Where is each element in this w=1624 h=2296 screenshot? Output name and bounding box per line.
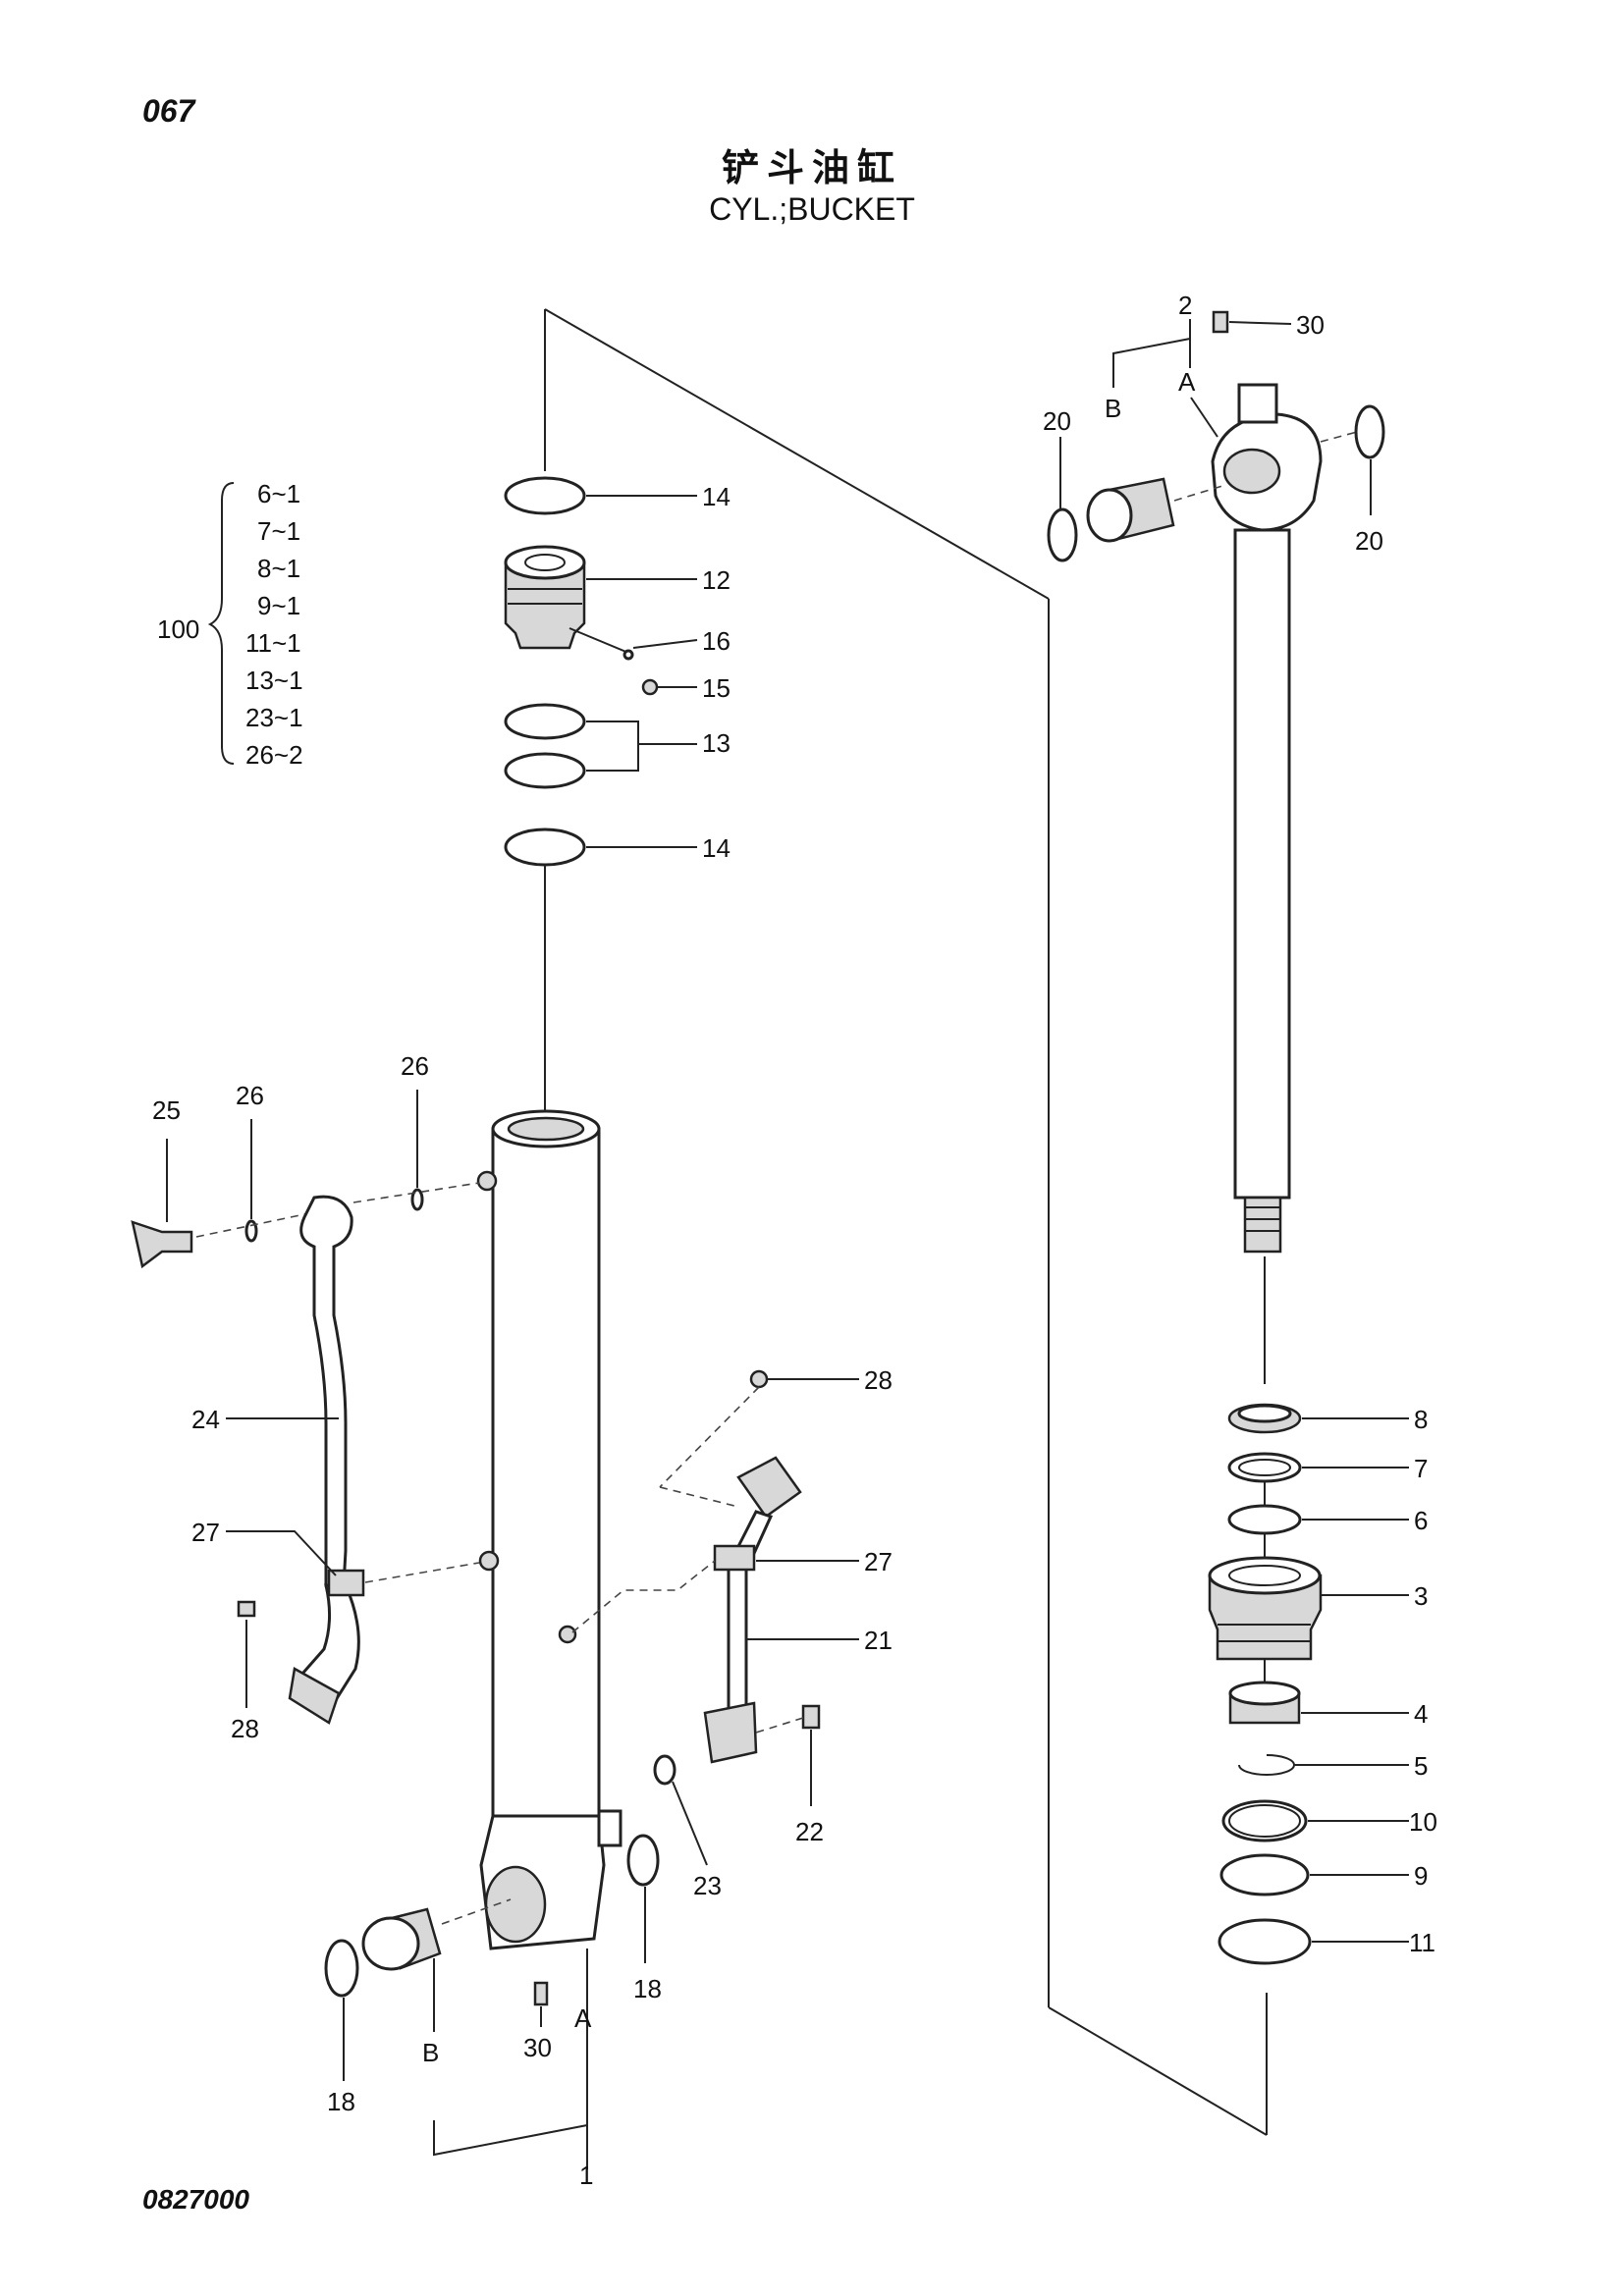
ring-part-14-top [504, 476, 586, 515]
part-callout-label: A [574, 2003, 592, 2033]
kit-item: 7~1 [257, 516, 300, 546]
part-callout-label: 4 [1414, 1699, 1428, 1729]
ring-part-9 [1219, 1853, 1310, 1896]
piston-part-3 [1208, 1574, 1323, 1661]
part-callout-label: 30 [523, 2033, 552, 2062]
part-callout-label: 18 [633, 1974, 662, 2003]
cylinder-head-stack: 14 12 16 15 13 14 [504, 476, 731, 867]
snap-ring-part-5 [1238, 1754, 1295, 1776]
part-callout-label: 27 [191, 1518, 220, 1547]
part-callout-label: 9 [1414, 1861, 1428, 1891]
right-pipe-assembly: 28 27 21 22 23 [571, 1365, 893, 1900]
kit-item: 9~1 [257, 591, 300, 620]
banjo-bolt-part-25 [131, 1220, 193, 1269]
part-callout-label: 26 [401, 1051, 429, 1081]
part-callout-label: 27 [864, 1547, 893, 1576]
part-callout-label: 14 [702, 833, 731, 863]
part-callout-label: 22 [795, 1817, 824, 1846]
kit-item: 13~1 [245, 666, 303, 695]
kit-item: 26~2 [245, 740, 303, 770]
ring-part-11 [1218, 1918, 1312, 1965]
ring-part-20-right [1354, 404, 1385, 459]
title-english: CYL.;BUCKET [709, 191, 915, 227]
title-chinese: 铲斗油缸 [721, 148, 902, 189]
part-callout-label: 21 [864, 1626, 893, 1655]
part-callout-label: 14 [702, 482, 731, 511]
part-callout-label: B [422, 2038, 439, 2067]
part-callout-label: 2 [1178, 291, 1192, 320]
part-callout-label: 30 [1296, 310, 1325, 340]
screw-part-28-right [749, 1369, 769, 1389]
bottom-pin-parts: 18 B 18 30 [324, 1834, 662, 2116]
part-callout-label: B [1105, 394, 1121, 423]
cylinder-head-part-12 [504, 562, 586, 650]
part-callout-label: 24 [191, 1405, 220, 1434]
part-callout-label: A [1178, 367, 1196, 397]
ring-part-14-bottom [504, 828, 586, 867]
screw-part-15 [641, 678, 659, 696]
page-number: 067 [142, 93, 195, 129]
part-callout-label: 11 [1409, 1928, 1435, 1957]
part-callout-label: 3 [1414, 1581, 1428, 1611]
bolt-part-22 [801, 1704, 821, 1730]
part-callout-label: 20 [1043, 406, 1071, 436]
cylinder-tube-part-1: A 1 [433, 1109, 623, 2190]
part-callout-label: 7 [1414, 1454, 1428, 1483]
drawing-number: 0827000 [142, 2184, 250, 2215]
part-callout-label: 1 [579, 2161, 593, 2190]
ring-part-6 [1227, 1504, 1302, 1535]
kit-item: 11~1 [245, 628, 301, 658]
ring-part-18-left [324, 1939, 359, 1998]
part-callout-label: 13 [702, 728, 731, 758]
left-pipe-assembly: 25 26 26 24 27 28 [131, 1051, 480, 1743]
o-ring-part-23 [653, 1754, 677, 1786]
part-callout-label: 15 [702, 673, 731, 703]
seal-part-13-a [504, 703, 586, 740]
ring-part-20-left [1047, 507, 1078, 562]
kit-number: 100 [157, 614, 199, 644]
ring-part-10 [1221, 1799, 1308, 1842]
part-callout-label: 23 [693, 1871, 722, 1900]
part-callout-label: 5 [1414, 1751, 1428, 1781]
grease-fitting-part-30-lower [533, 1981, 549, 2006]
piston-stack: 8 7 6 3 4 5 10 9 11 [1208, 1403, 1437, 1965]
part-callout-label: 26 [236, 1081, 264, 1110]
ring-part-7 [1227, 1452, 1302, 1483]
kit-item: 8~1 [257, 554, 300, 583]
part-callout-label: 28 [231, 1714, 259, 1743]
part-callout-label: 16 [702, 626, 731, 656]
kit-bracket-100: 100 6~1 7~1 8~1 9~1 11~1 13~1 23~1 26~2 [157, 479, 303, 770]
ring-part-18-right [626, 1834, 660, 1887]
clamp-part-27-right [713, 1544, 756, 1572]
pipe-part-24 [299, 1195, 353, 1587]
part-callout-label: 28 [864, 1365, 893, 1395]
kit-item: 6~1 [257, 479, 300, 508]
screw-part-28-left [237, 1600, 256, 1618]
part-callout-label: 20 [1355, 526, 1383, 556]
part-callout-label: 8 [1414, 1405, 1428, 1434]
piston-rod-part-2: 30 2 B A 20 20 [1043, 291, 1385, 1254]
kit-item: 23~1 [245, 703, 303, 732]
part-callout-label: 12 [702, 565, 731, 595]
grease-fitting-part-30-upper [1212, 310, 1229, 334]
part-callout-label: 18 [327, 2087, 355, 2116]
seal-part-13-b [504, 752, 586, 789]
part-callout-label: 6 [1414, 1506, 1428, 1535]
ball-part-16 [623, 649, 634, 661]
part-callout-label: 10 [1409, 1807, 1437, 1837]
part-callout-label: 25 [152, 1095, 181, 1125]
